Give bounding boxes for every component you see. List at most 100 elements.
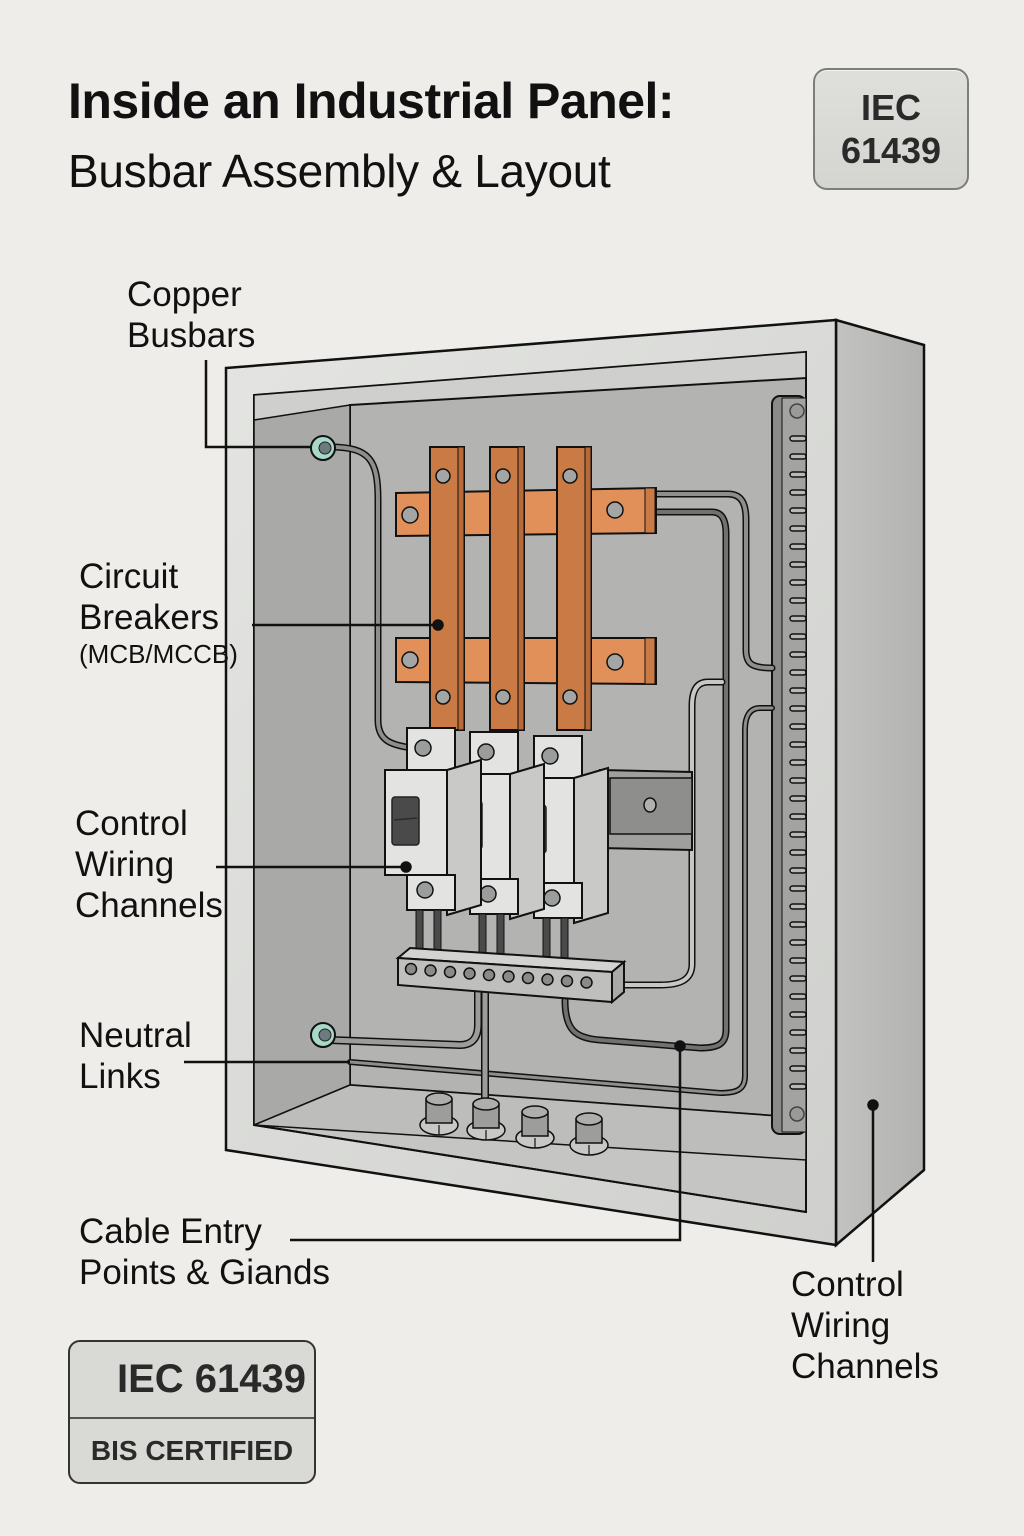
- terminal-screw: [479, 885, 497, 903]
- terminal-screw: [543, 889, 561, 907]
- duct-slot: [789, 705, 807, 712]
- cable-gland: [466, 1097, 506, 1141]
- neutral-terminal-hole: [482, 968, 496, 982]
- duct-slot: [789, 723, 807, 730]
- duct-slot: [789, 795, 807, 802]
- duct-slot: [789, 867, 807, 874]
- duct-slot: [789, 669, 807, 676]
- duct-slot: [789, 921, 807, 928]
- duct-slot: [789, 741, 807, 748]
- duct-slot: [789, 543, 807, 550]
- label-cable-entry: Cable Entry Points & Giands: [79, 1211, 330, 1293]
- duct-slot: [789, 1011, 807, 1018]
- interior-left-wall: [253, 404, 351, 1127]
- neutral-terminal-hole: [502, 970, 515, 983]
- neutral-terminal-hole: [560, 974, 574, 988]
- duct-slot: [789, 597, 807, 604]
- duct-slot: [789, 687, 807, 694]
- label-line: Control: [75, 804, 188, 843]
- label-line: Channels: [791, 1347, 939, 1386]
- terminal-screw: [477, 743, 495, 761]
- busbar-phase: [556, 446, 592, 731]
- label-line: Neutral: [79, 1016, 192, 1055]
- neutral-terminal-hole: [443, 965, 457, 979]
- certification-badge: IEC 61439 BIS CERTIFIED: [68, 1340, 316, 1484]
- duct-slot: [789, 453, 807, 460]
- label-subline: (MCB/MCCB): [79, 639, 238, 669]
- duct-slot: [789, 759, 807, 766]
- busbar-phase: [489, 446, 525, 731]
- bolt: [495, 468, 511, 484]
- wiring-duct: [771, 395, 807, 1135]
- label-line: Busbars: [127, 316, 256, 355]
- iec-standard-badge: IEC 61439: [813, 68, 969, 190]
- label-line: Copper: [127, 275, 242, 314]
- terminal-screw: [541, 747, 559, 765]
- bolt: [435, 468, 451, 484]
- circuit-breaker: [384, 727, 482, 959]
- duct-slot: [789, 903, 807, 910]
- cable-gland: [569, 1112, 609, 1156]
- duct-slot: [789, 939, 807, 946]
- neutral-terminal-hole: [580, 976, 593, 989]
- duct-slot: [789, 1029, 807, 1036]
- duct-slot: [789, 561, 807, 568]
- badge-line-1: IEC: [860, 86, 921, 128]
- page-subtitle: Busbar Assembly & Layout: [68, 145, 611, 197]
- grommet-bottom: [310, 1022, 336, 1048]
- label-line: Wiring: [75, 845, 175, 884]
- duct-slot: [789, 615, 807, 622]
- label-line: Circuit: [79, 557, 179, 596]
- duct-slot: [789, 435, 807, 442]
- circuit-breakers: [384, 727, 609, 967]
- duct-slot: [789, 777, 807, 784]
- label-line: Wiring: [791, 1306, 891, 1345]
- badge-certification: BIS CERTIFIED: [90, 1434, 294, 1466]
- neutral-terminal-hole: [424, 964, 437, 977]
- label-circuit-breakers: Circuit Breakers (MCB/MCCB): [79, 556, 238, 670]
- neutral-terminal-hole: [541, 973, 554, 986]
- label-control-wiring-right: Control Wiring Channels: [791, 1264, 939, 1387]
- badge-line-2: 61439: [840, 130, 942, 171]
- duct-slot: [789, 813, 807, 820]
- duct-slot: [789, 579, 807, 586]
- label-line: Control: [791, 1265, 904, 1304]
- bolt: [562, 689, 578, 705]
- circuit-breaker: [511, 735, 609, 967]
- duct-slot: [789, 975, 807, 982]
- label-line: Channels: [75, 886, 223, 925]
- label-line: Cable Entry: [79, 1212, 262, 1251]
- control-wires: [326, 443, 776, 1104]
- bolt: [495, 689, 511, 705]
- neutral-terminal-hole: [404, 962, 418, 976]
- terminal-screw: [414, 739, 432, 757]
- duct-slot: [789, 507, 807, 514]
- duct-slot: [789, 957, 807, 964]
- duct-slot: [789, 1065, 807, 1072]
- duct-slot: [789, 831, 807, 838]
- label-line: Breakers: [79, 598, 220, 637]
- cable-gland: [419, 1092, 459, 1136]
- bolt: [562, 468, 578, 484]
- duct-slot: [789, 849, 807, 856]
- page-title: Inside an Industrial Panel:: [68, 73, 675, 129]
- label-line: Links: [79, 1057, 161, 1096]
- neutral-link-bar: [395, 946, 627, 1005]
- duct-slot: [789, 525, 807, 532]
- din-rail: [599, 768, 693, 852]
- badge-standard: IEC 61439: [70, 1342, 314, 1419]
- breaker-toggle: [391, 796, 420, 846]
- bolt: [435, 689, 451, 705]
- cable-gland: [515, 1105, 555, 1149]
- busbar-phase: [429, 446, 465, 731]
- duct-slot: [789, 471, 807, 478]
- leader-lines: [184, 360, 879, 1262]
- grommet-top: [310, 435, 336, 461]
- neutral-terminal-hole: [521, 971, 535, 985]
- copper-busbars: [395, 446, 657, 731]
- label-copper-busbars: Copper Busbars: [127, 274, 255, 356]
- duct-slot: [789, 993, 807, 1000]
- duct-slot: [789, 885, 807, 892]
- duct-slot: [789, 633, 807, 640]
